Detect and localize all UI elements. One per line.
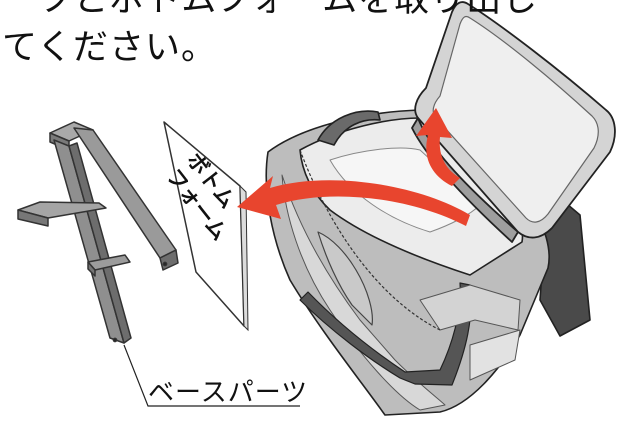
lift-up-arrow <box>416 108 460 186</box>
pull-out-arrow <box>237 176 470 226</box>
bottom-form-panel <box>163 121 249 332</box>
bag-lid <box>411 1 616 243</box>
base-parts-label: ベースパーツ <box>148 378 309 408</box>
base-parts-frame <box>17 121 179 344</box>
base-parts-leader-line <box>123 344 300 407</box>
instruction-line-1: ーツとボトムフォームを取り出し <box>2 0 539 20</box>
instruction-line-2: てください。 <box>2 28 217 68</box>
